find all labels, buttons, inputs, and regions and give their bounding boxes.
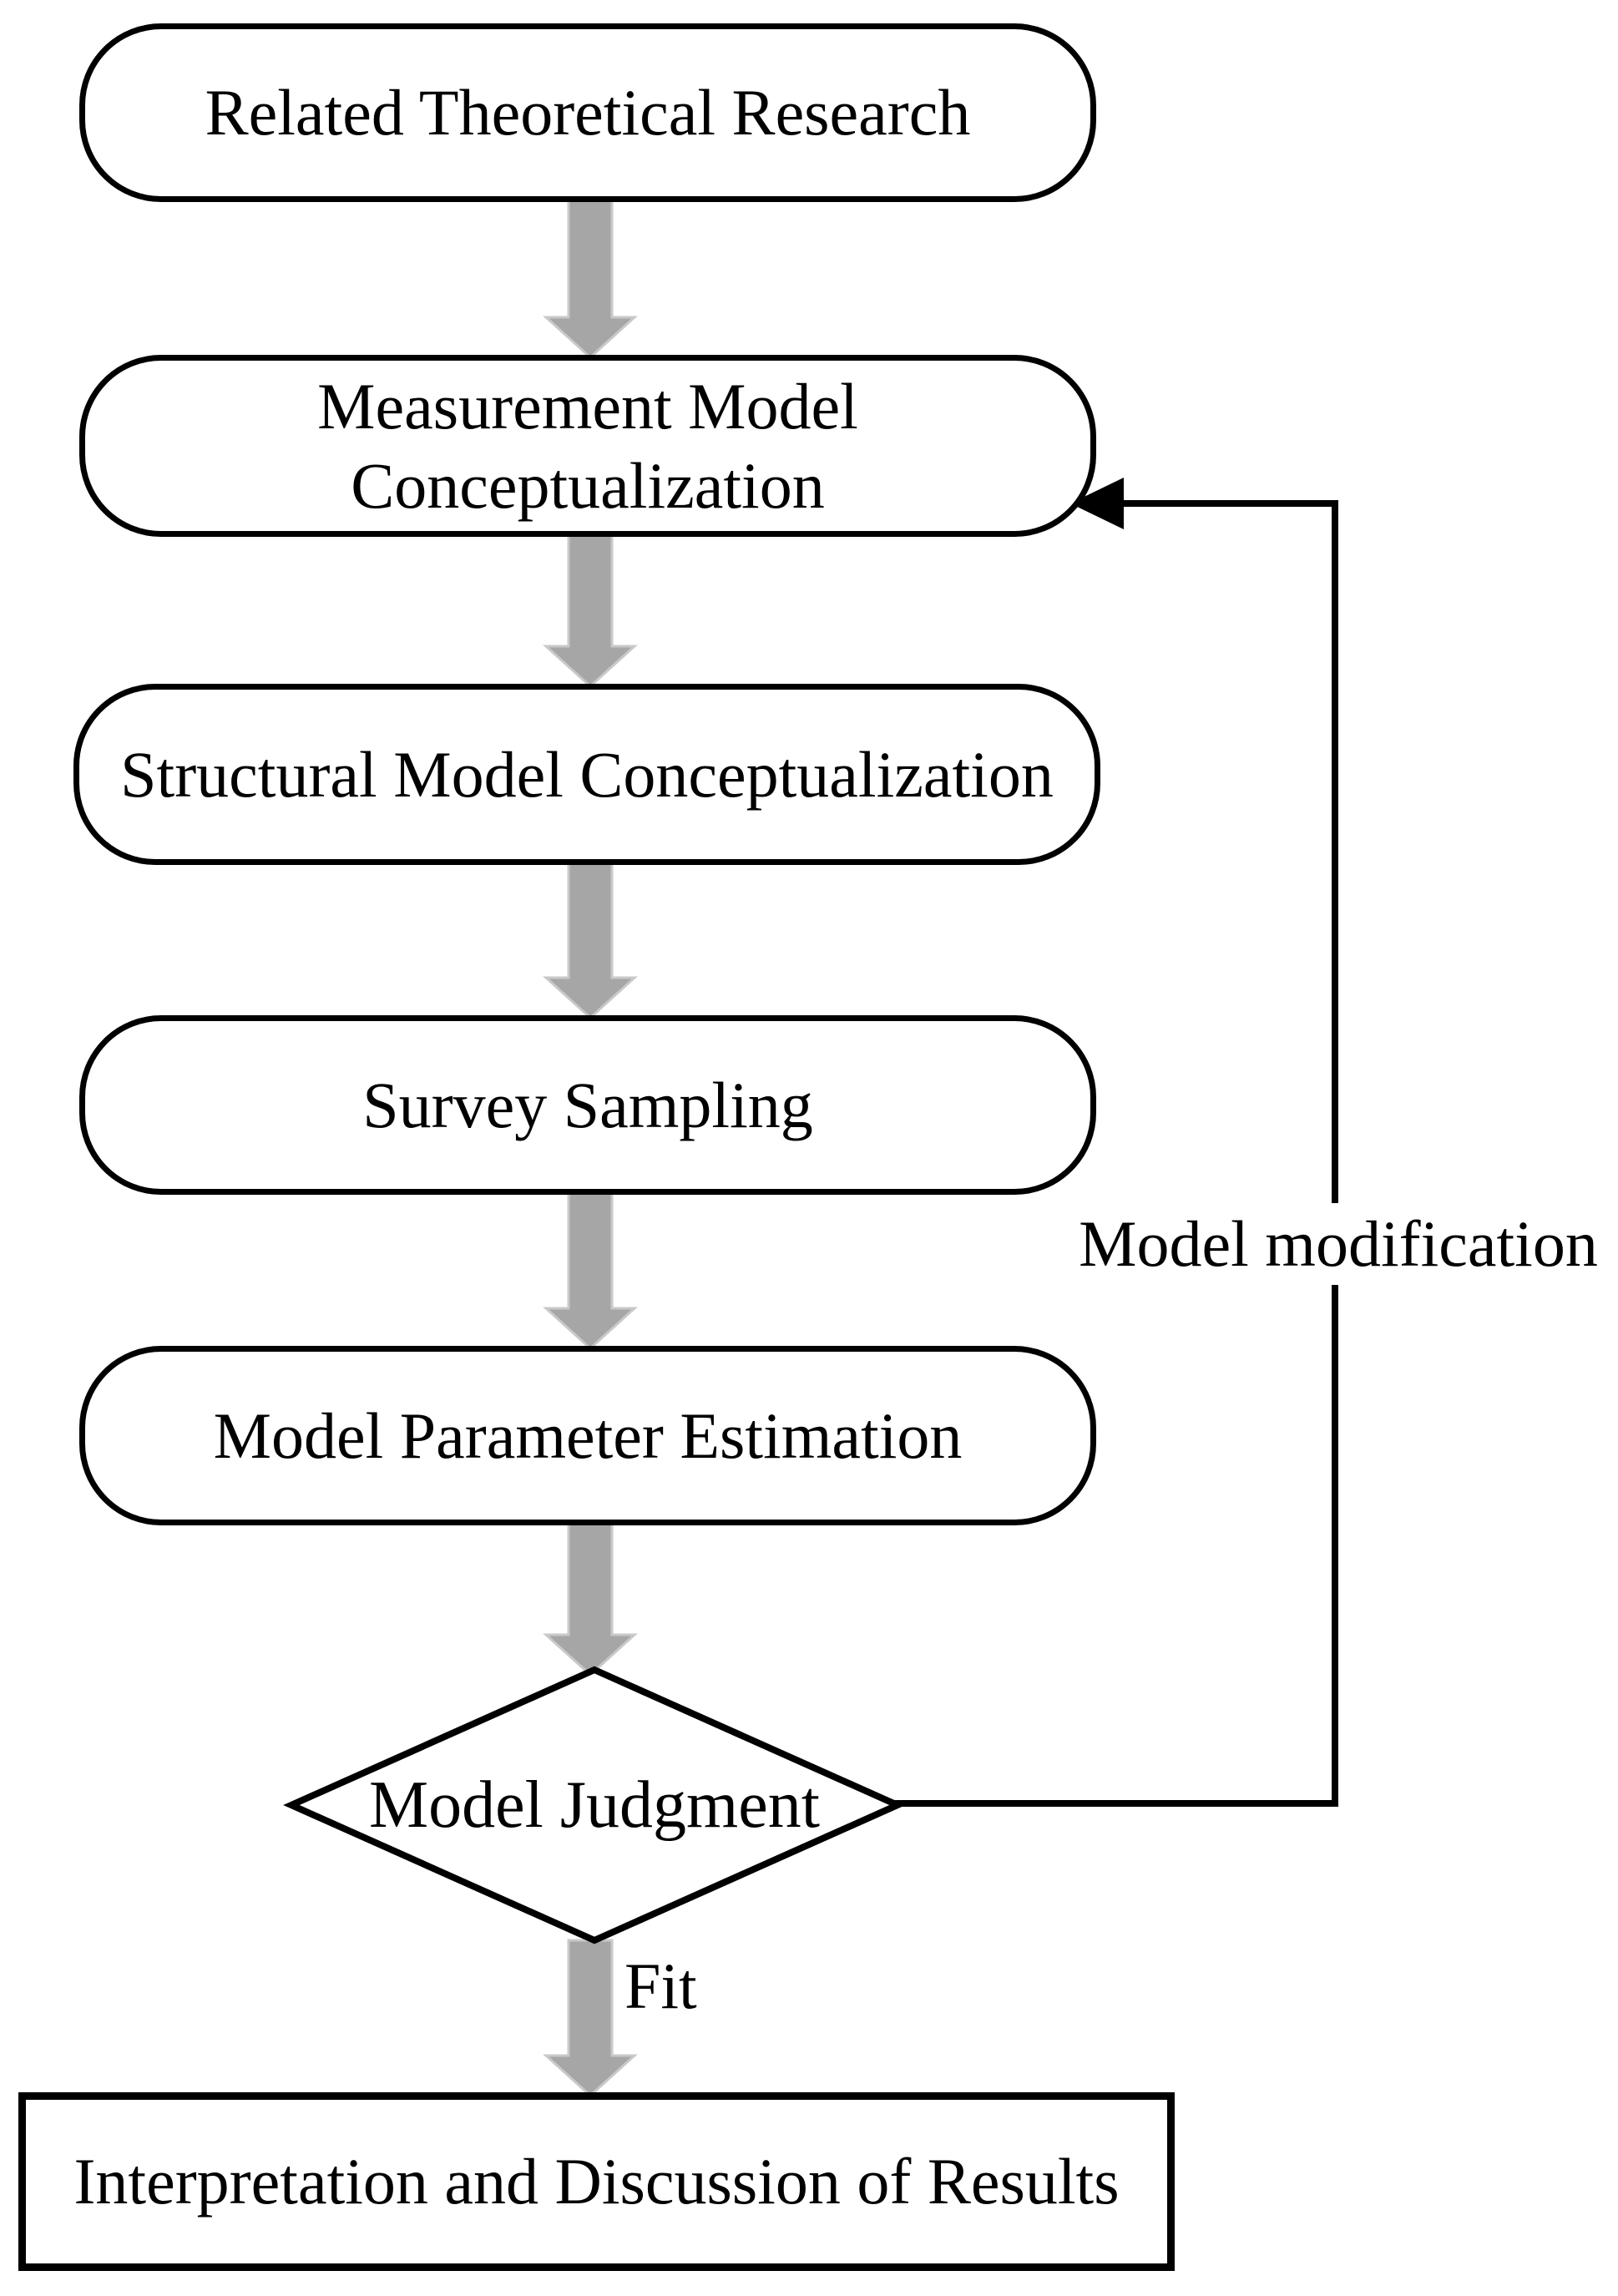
node-related-theoretical-research: Related Theoretical Research [79,23,1096,202]
flow-arrow-1 [543,199,638,360]
node-label: Model Parameter Estimation [213,1398,963,1472]
node-label: Interpretation and Discussion of Results [73,2145,1120,2218]
flow-arrow-3 [543,861,638,1020]
flow-arrow-5 [543,1521,638,1677]
flow-arrow-fit [543,1939,638,2098]
node-structural-model-conceptualization: Structural Model Conceptualization [73,684,1100,865]
node-label: Survey Sampling [362,1068,813,1141]
node-interpretation-and-discussion: Interpretation and Discussion of Results [18,2092,1175,2271]
node-label: Related Theoretical Research [205,76,971,149]
flow-arrow-2 [543,533,638,689]
node-model-parameter-estimation: Model Parameter Estimation [79,1346,1096,1525]
edge-label-model-modification: Model modification [1074,1203,1603,1285]
node-model-judgment-label: Model Judgment [369,1768,820,1842]
node-label: Structural Model Conceptualization [120,737,1054,811]
node-label: Measurement Model Conceptualization [317,369,858,522]
edge-label-fit: Fit [624,1950,697,2022]
flow-arrow-4 [543,1191,638,1351]
model-modification-connector [887,500,1338,1807]
model-modification-arrowhead-icon [1070,478,1124,529]
node-measurement-model-conceptualization: Measurement Model Conceptualization [79,355,1096,537]
model-judgment-diamond [283,1666,906,1945]
node-survey-sampling: Survey Sampling [79,1015,1096,1195]
